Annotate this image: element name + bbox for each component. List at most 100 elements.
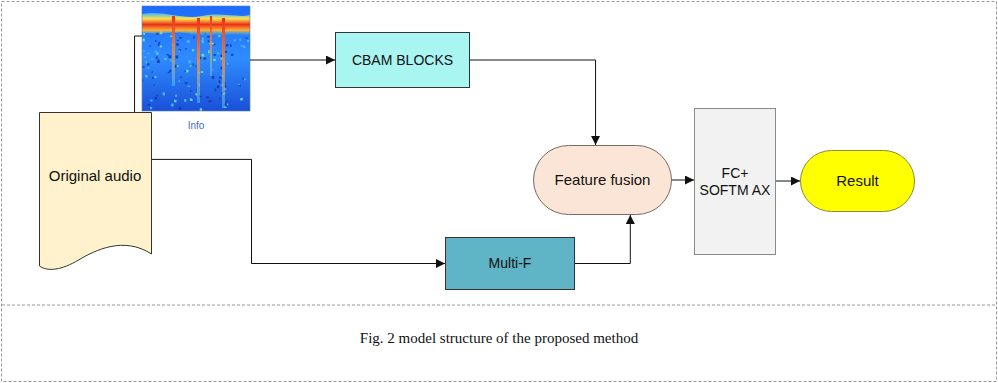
spectrogram-speck [158, 44, 160, 46]
spectrogram-speck [159, 42, 161, 44]
dashed-separator [2, 305, 996, 306]
document-shape: Original audio [39, 112, 152, 270]
spectrogram-speck [176, 65, 178, 67]
spectrogram-speck [142, 66, 144, 68]
spectrogram-speck [158, 59, 160, 60]
spectrogram-speck [160, 46, 162, 48]
spectrogram-speck [147, 63, 149, 65]
spectrogram-speck [143, 50, 144, 52]
spectrogram-speck [175, 95, 177, 97]
spectrogram-streak [210, 16, 212, 76]
spectrogram-speck [208, 51, 210, 52]
flow-arrow [776, 181, 800, 182]
spectrogram-speck [150, 107, 152, 109]
spectrogram-speck [247, 40, 249, 42]
spectrogram-speck [234, 39, 236, 41]
spectrogram-speck [155, 40, 156, 42]
image-node: Info [142, 6, 250, 132]
spectrogram-speck [226, 44, 229, 46]
spectrogram-speck [231, 54, 233, 56]
spectrogram-band [142, 13, 250, 36]
spectrogram-speck [217, 53, 219, 54]
spectrogram-speck [155, 51, 157, 52]
spectrogram-speck [185, 82, 188, 83]
spectrogram-speck [230, 45, 232, 47]
box-outline [695, 109, 776, 255]
flow-arrow [672, 180, 694, 181]
box-outline [534, 146, 672, 215]
node-outline [39, 112, 152, 270]
spectrogram-speck [184, 99, 186, 101]
spectrogram-speck [203, 58, 206, 60]
spectrogram-speck [154, 76, 156, 78]
spectrogram-speck [202, 54, 205, 57]
spectrogram-speck [179, 80, 180, 82]
node-label: FC+ SOFTM AX [694, 165, 776, 199]
spectrogram-speck [151, 59, 152, 60]
spectrogram-speck [145, 56, 147, 57]
spectrogram-speck [219, 80, 221, 83]
spectrogram-speck [202, 41, 204, 44]
spectrogram-speck [213, 54, 216, 56]
spectrogram-speck [190, 99, 192, 101]
spectrogram-speck [200, 57, 201, 60]
spectrogram-speck [212, 76, 215, 79]
spectrogram-speck [189, 60, 191, 63]
spectrogram-speck [168, 72, 170, 73]
spectrogram-speck [227, 104, 228, 106]
spectrogram-image [142, 6, 250, 111]
flow-arrow [470, 60, 596, 145]
spectrogram-speck [157, 60, 160, 63]
spectrogram-speck [243, 77, 244, 79]
spectrogram-speck [146, 61, 147, 63]
spectrogram-speck [201, 71, 204, 73]
spectrogram-speck [180, 77, 182, 78]
spectrogram-speck [243, 46, 245, 48]
spectrogram-speck [164, 58, 166, 60]
node-label: Info [188, 120, 205, 132]
spectrogram-speck [153, 85, 154, 86]
spectrogram-speck [190, 90, 191, 92]
figure-caption: Fig. 2 model structure of the proposed m… [0, 330, 998, 347]
spectrogram-speck [219, 35, 221, 37]
spectrogram-speck [171, 104, 173, 107]
box-outline [801, 151, 915, 212]
node-label: Feature fusion [551, 171, 655, 189]
spectrogram-speck [215, 89, 217, 92]
spectrogram-speck [219, 97, 220, 99]
spectrogram-speck [208, 40, 210, 42]
spectrogram-speck [190, 98, 192, 99]
spectrogram-speck [144, 33, 145, 35]
spectrogram-speck [200, 108, 202, 111]
node-label: Multi-F [485, 255, 536, 272]
spectrogram-speck [150, 100, 152, 102]
spectrogram-speck [143, 38, 145, 41]
spectrogram-speck [192, 49, 194, 51]
spectrogram-speck [195, 66, 197, 67]
spectrogram-speck [217, 85, 219, 88]
spectrogram-speck [206, 97, 209, 99]
spectrogram-speck [156, 95, 158, 96]
spectrogram-speck [187, 40, 190, 42]
spectrogram-speck [170, 59, 171, 62]
spectrogram-speck [166, 54, 169, 55]
flow-arrow [250, 60, 335, 61]
spectrogram-speck [179, 37, 182, 38]
spectrogram-speck [156, 56, 158, 59]
spectrogram-edge [142, 6, 250, 111]
spectrogram-speck [245, 37, 248, 38]
spectrogram-speck [241, 45, 244, 46]
spectrogram-speck [156, 52, 159, 55]
spectrogram-streak [197, 18, 200, 103]
spectrogram-speck [193, 63, 194, 66]
flow-arrow [152, 159, 446, 263]
spectrogram-speck [208, 50, 209, 53]
process-box: CBAM BLOCKS [335, 32, 470, 88]
spectrogram-speck [238, 85, 241, 87]
spectrogram-speck [212, 69, 213, 70]
spectrogram-streak [172, 16, 175, 86]
spectrogram-speck [202, 38, 203, 40]
spectrogram-speck [226, 101, 228, 102]
spectrogram-speck [193, 36, 194, 38]
